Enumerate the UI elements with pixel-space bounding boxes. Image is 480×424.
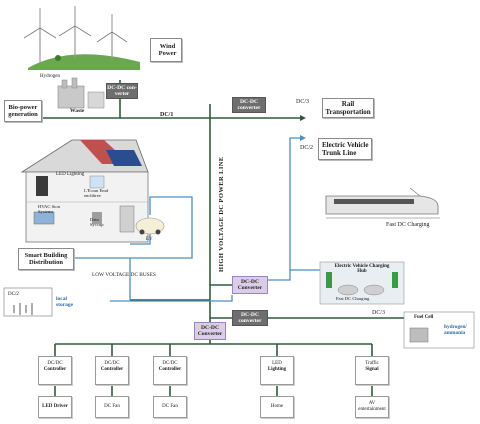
ev-trunk-line-box: Electric Vehicle Trunk Line bbox=[318, 138, 372, 160]
charging-hub-title: Electric Vehicle Charging Hub bbox=[334, 264, 390, 274]
lv-buses-label: LOW VOLTAGE DC BUSES bbox=[92, 272, 156, 278]
lv-wiring bbox=[74, 137, 320, 302]
controller-3-label: Controller bbox=[158, 367, 182, 373]
device-3-label: DC Fan bbox=[162, 404, 178, 410]
dc-dc-converter-fc: DC-DC converter bbox=[232, 310, 268, 326]
conv-rail-label: DC-DC converter bbox=[237, 98, 261, 111]
house-hvac-label: HVAC Sion Systems bbox=[38, 204, 60, 215]
house-ev-label: EV bbox=[146, 237, 153, 242]
fuel-cell-title: Fuel Cell bbox=[414, 315, 434, 320]
dc1-label: DC/1 bbox=[160, 112, 174, 118]
house-lecran-label: L'Ecran Emd enchîtree bbox=[84, 188, 109, 199]
controller-2-top: DC/DC bbox=[104, 361, 120, 366]
device-5-label: AV entertainment bbox=[358, 401, 386, 412]
hv-line-label: HIGH VOLTAGE DC POWER LINE bbox=[218, 156, 225, 272]
ev-car-illustration bbox=[135, 217, 165, 235]
local-storage-label: local storage bbox=[56, 296, 74, 308]
fuel-cell-label: hydrogen/ ammonia bbox=[444, 324, 467, 336]
wind-power-label: Wind Power bbox=[158, 42, 177, 57]
dc-dc-converter-main: DC-DC Converter bbox=[194, 322, 226, 340]
conv-top-label: DC-DC con-verter bbox=[107, 84, 137, 97]
device-1-label: LED Driver bbox=[42, 404, 68, 410]
controller-3-top: DC/DC bbox=[162, 361, 178, 366]
battery-icon bbox=[3, 287, 53, 317]
conv-fc-label: DC-DC converter bbox=[238, 311, 262, 324]
wind-farm-illustration bbox=[23, 6, 140, 70]
hv-wiring bbox=[39, 80, 405, 396]
plant-illustration bbox=[57, 77, 105, 109]
charging-hub-fast-label: Fast DC Charging bbox=[336, 296, 370, 301]
conv-ev-label: DC-DC Converter bbox=[237, 278, 263, 291]
storage-dc2-label: DC/2 bbox=[8, 292, 19, 297]
controller-4-top: LED bbox=[272, 361, 282, 366]
device-3: DC Fan bbox=[153, 396, 187, 418]
controller-4-label: Lighting bbox=[267, 367, 287, 373]
wind-power-box: Wind Power bbox=[150, 38, 182, 62]
house-illustration bbox=[20, 139, 149, 243]
conv-main-label: DC-DC Converter bbox=[197, 324, 223, 337]
house-led-label: LED Lighting bbox=[56, 172, 85, 177]
rail-label: Rail Transportation bbox=[325, 99, 371, 116]
dc-dc-converter-top: DC-DC con-verter bbox=[106, 83, 138, 99]
fuel-cell-illustration bbox=[403, 311, 475, 349]
controller-5-top: Traffic bbox=[365, 361, 379, 366]
device-5: AV entertainment bbox=[355, 396, 389, 418]
train-illustration bbox=[325, 187, 440, 219]
smart-building-box: Smart Building Distribution bbox=[18, 248, 74, 270]
device-1: LED Driver bbox=[38, 396, 72, 418]
device-4: Home bbox=[260, 396, 294, 418]
house-data-label: Data Syccup bbox=[90, 217, 104, 228]
dc2-ev-label: DC/2 bbox=[300, 145, 314, 151]
charging-hub-illustration bbox=[319, 261, 405, 305]
dc-dc-converter-ev: DC-DC Converter bbox=[232, 276, 268, 294]
dc-dc-converter-rail: DC-DC converter bbox=[232, 97, 266, 113]
waste-label: Waste bbox=[70, 108, 85, 114]
dc3-rail-label: DC/3 bbox=[296, 99, 310, 105]
bio-power-box: Bio-power generation bbox=[4, 100, 42, 122]
controller-1-top: DC/DC bbox=[47, 361, 63, 366]
device-4-label: Home bbox=[270, 404, 284, 410]
fast-dc-charging-label: Fast DC Charging bbox=[386, 222, 430, 228]
rail-transportation-box: Rail Transportation bbox=[322, 98, 374, 118]
hydrogen-label: Hydrogen bbox=[40, 74, 60, 79]
controller-1-label: Controller bbox=[43, 367, 67, 373]
controller-2-label: Controller bbox=[100, 367, 124, 373]
smart-building-label: Smart Building Distribution bbox=[24, 251, 68, 266]
ev-trunk-label: Electric Vehicle Trunk Line bbox=[322, 140, 369, 157]
bio-power-label: Bio-power generation bbox=[8, 103, 38, 118]
dc3-fc-label: DC/3 bbox=[372, 310, 386, 316]
controller-5-label: Signal bbox=[365, 367, 379, 373]
device-2: DC Fan bbox=[95, 396, 129, 418]
device-2-label: DC Fan bbox=[104, 404, 120, 410]
